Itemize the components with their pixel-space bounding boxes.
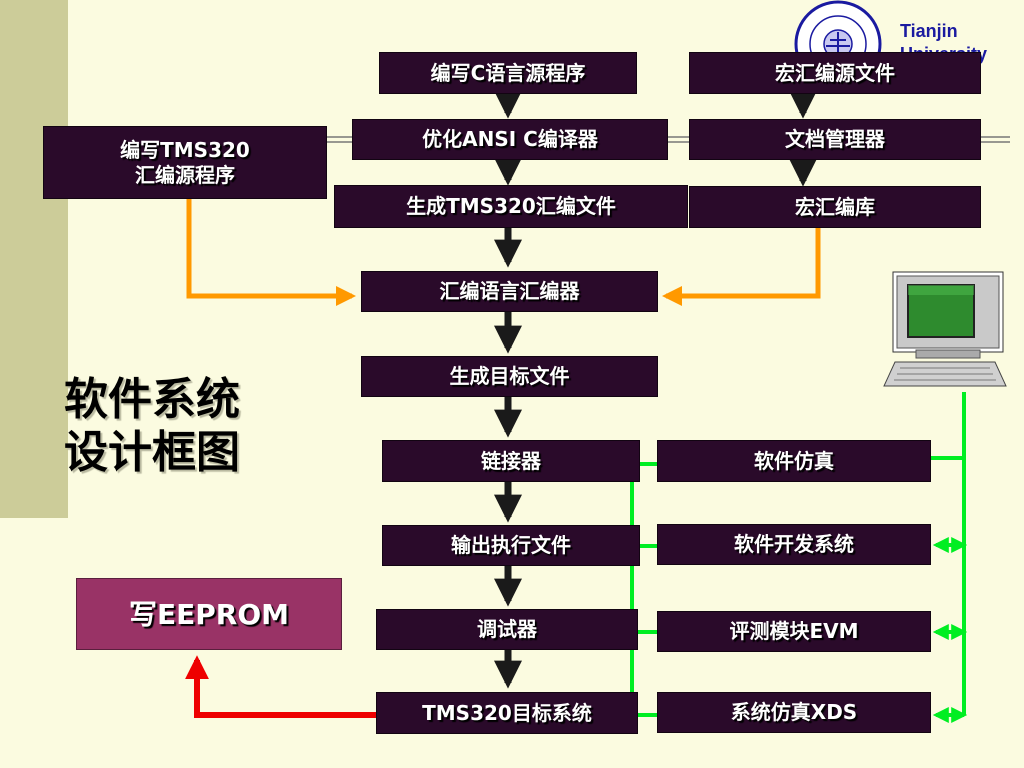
debugger-box: 调试器 — [376, 609, 638, 650]
diagram-title: 软件系统 设计框图 — [64, 374, 240, 480]
ansi-c-compiler-box: 优化ANSI C编译器 — [352, 119, 668, 160]
linker-box: 链接器 — [382, 440, 640, 482]
write-c-source-box: 编写C语言源程序 — [379, 52, 637, 94]
logo-line-1: Tianjin — [900, 21, 958, 41]
macro-source-box: 宏汇编源文件 — [689, 52, 981, 94]
xds-box: 系统仿真XDS — [657, 692, 931, 733]
macro-lib-box: 宏汇编库 — [689, 186, 981, 228]
computer-icon — [883, 271, 1007, 387]
title-line-2: 设计框图 — [64, 426, 240, 478]
dev-system-box: 软件开发系统 — [657, 524, 931, 565]
side-bar — [0, 0, 68, 518]
write-asm-source-line-2: 汇编源程序 — [135, 162, 235, 187]
arrow-macrolib-to-assembler — [662, 228, 821, 306]
arrow-asm-source-to-assembler — [186, 199, 356, 306]
output-exe-box: 输出执行文件 — [382, 525, 640, 566]
write-eeprom-box: 写EEPROM — [76, 578, 342, 650]
arrow-target-to-eeprom — [185, 655, 400, 718]
gen-asm-file-box: 生成TMS320汇编文件 — [334, 185, 688, 228]
write-asm-source-box: 编写TMS320 汇编源程序 — [43, 126, 327, 199]
write-asm-source-line-1: 编写TMS320 — [120, 137, 250, 162]
assembler-box: 汇编语言汇编器 — [361, 271, 658, 312]
gen-object-file-box: 生成目标文件 — [361, 356, 658, 397]
green-bus-left — [630, 462, 677, 717]
software-sim-box: 软件仿真 — [657, 440, 931, 482]
target-system-box: TMS320目标系统 — [376, 692, 638, 734]
evm-box: 评测模块EVM — [657, 611, 931, 652]
title-line-1: 软件系统 — [64, 374, 240, 425]
doc-manager-box: 文档管理器 — [689, 119, 981, 160]
